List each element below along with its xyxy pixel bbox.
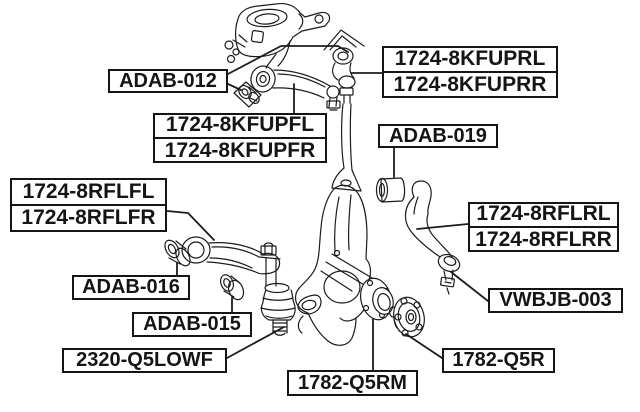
part-label-1724-8rflf: 1724-8RFLFL 1724-8RFLFR: [10, 178, 167, 232]
part-label-1724-8rflrr: 1724-8RFLRR: [470, 226, 617, 252]
leader-adab-012-lower: [227, 83, 242, 91]
rear-lower-arm-drawing: [404, 180, 461, 295]
front-upper-arm-drawing: [250, 65, 341, 111]
upper-arm-bushing-drawing: [233, 81, 262, 108]
wheel-hub-drawing: [393, 296, 425, 338]
part-label-1782-q5rm: 1782-Q5RM: [287, 370, 418, 396]
leader-adab-012-upper: [227, 45, 349, 75]
part-label-1724-8kfupfr: 1724-8KFUPFR: [155, 137, 325, 163]
part-label-adab-016: ADAB-016: [72, 275, 190, 300]
part-label-adab-019: ADAB-019: [378, 124, 498, 148]
leader-1724-8rflrl: [416, 223, 469, 230]
part-label-1724-8rflfl: 1724-8RFLFL: [22, 180, 155, 203]
part-label-1724-8kfupfl: 1724-8KFUPFL: [165, 113, 315, 136]
part-label-adab-012: ADAB-012: [108, 69, 228, 93]
front-lower-arm-drawing: [181, 236, 281, 275]
part-label-adab-015: ADAB-015: [132, 312, 252, 337]
front-lower-arm-front-bushing-drawing: [164, 239, 191, 267]
part-label-2320-q5lowf: 2320-Q5LOWF: [62, 348, 227, 373]
leader-1724-8rflfl: [166, 210, 215, 241]
leader-lines: [166, 45, 489, 371]
part-label-1724-8kfuprl: 1724-8KFUPRL: [394, 47, 546, 70]
lower-ball-joint-drawing: [260, 257, 296, 336]
front-lower-arm-rear-bushing-drawing: [219, 274, 245, 301]
steering-knuckle-drawing: [294, 184, 378, 346]
part-label-1724-8kfupr: 1724-8KFUPRL 1724-8KFUPRR: [382, 46, 558, 98]
leader-1782-q5r: [405, 333, 443, 359]
part-label-1724-8kfuprr: 1724-8KFUPRR: [384, 71, 556, 97]
wheel-bearing-drawing: [359, 277, 398, 321]
leader-vwbjb-003: [450, 271, 489, 302]
part-label-vwbjb-003: VWBJB-003: [488, 288, 623, 313]
part-label-1724-8rflfr: 1724-8RFLFR: [12, 204, 165, 230]
leader-2320-q5lowf: [226, 326, 285, 359]
part-label-1724-8rflr: 1724-8RFLRL 1724-8RFLRR: [468, 202, 619, 252]
part-label-1724-8rflrl: 1724-8RFLRL: [476, 202, 611, 225]
part-label-1724-8kfupf: 1724-8KFUPFL 1724-8KFUPFR: [153, 113, 327, 163]
upper-mount-bracket-drawing: [224, 2, 331, 69]
part-label-1782-q5r: 1782-Q5R: [442, 348, 555, 373]
rear-lower-arm-bushing-drawing: [375, 177, 406, 203]
